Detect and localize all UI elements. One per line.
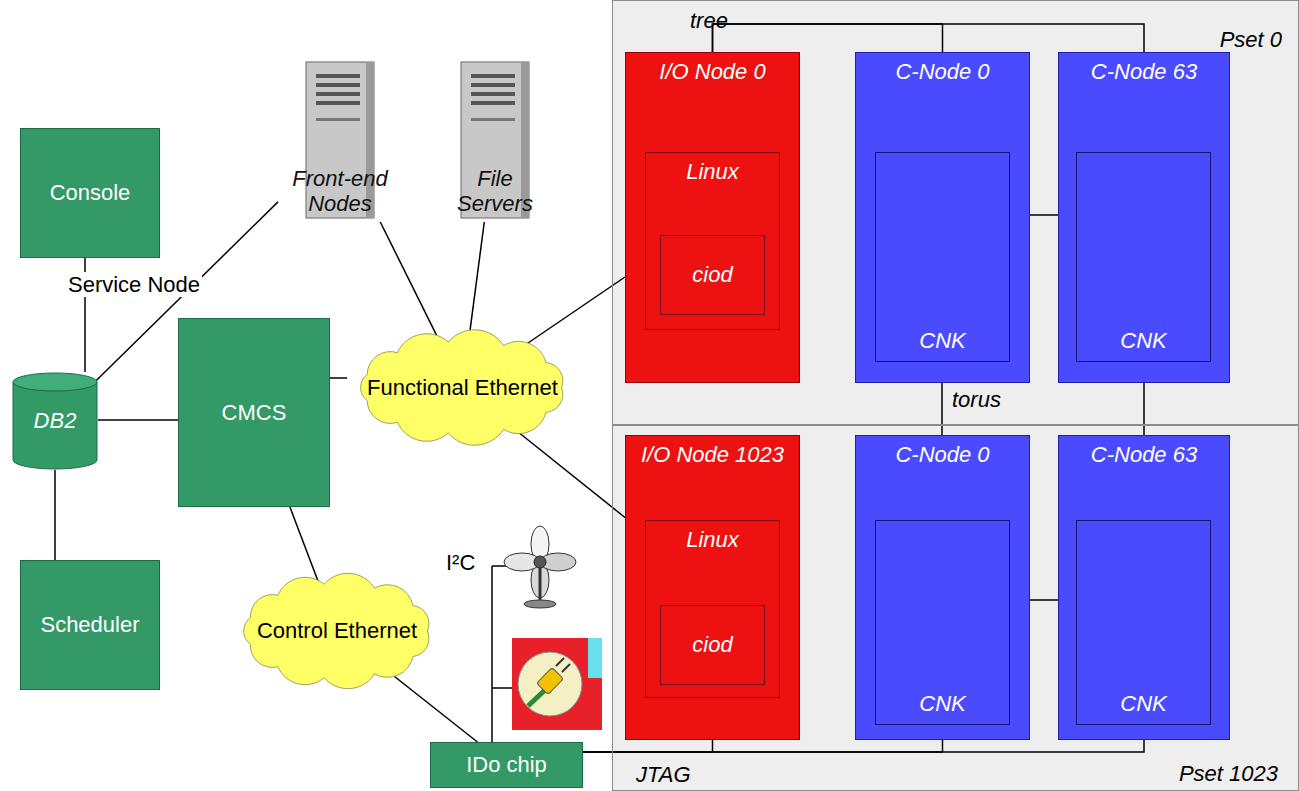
node-text: C-Node 0: [895, 442, 989, 467]
node-text: ciod: [692, 262, 732, 287]
connector-line: [583, 740, 1144, 752]
network-cloud: Functional Ethernet: [347, 330, 578, 445]
pset-ground: [612, 425, 1299, 791]
connector-line: [1143, 383, 1145, 435]
compute-node-box: C-Node 0 CNK: [855, 435, 1030, 740]
database-cylinder: DB2: [12, 372, 98, 470]
node-text: CNK: [919, 328, 965, 353]
server-icon: File Servers: [440, 60, 550, 222]
fan-icon: [504, 526, 576, 608]
diagram-label: JTAG: [636, 762, 691, 787]
node-text: IDo chip: [466, 752, 547, 777]
node-text: C-Node 63: [1091, 442, 1197, 467]
diagram-label: Service Node: [66, 272, 202, 297]
diagram-label: torus: [952, 387, 1001, 412]
connector-line: [583, 740, 713, 752]
node-text: I/O Node 0: [659, 59, 765, 84]
daemon-box: ciod: [660, 605, 765, 685]
process-box: Console: [20, 128, 160, 258]
node-text: C-Node 63: [1091, 59, 1197, 84]
connector-line: [1030, 599, 1058, 601]
diagram-label: tree: [690, 8, 728, 33]
process-box: CMCS: [178, 318, 330, 507]
daemon-box: ciod: [660, 235, 765, 315]
node-text: C-Node 0: [895, 59, 989, 84]
node-text: Control Ethernet: [257, 618, 417, 643]
connector-line: [713, 24, 943, 52]
os-box: Linux ciod: [645, 152, 780, 330]
kernel-box: CNK: [875, 520, 1010, 725]
node-text: DB2: [34, 408, 77, 433]
compute-node-box: C-Node 0 CNK: [855, 52, 1030, 383]
connector-line: [516, 430, 625, 518]
diagram-label: I²C: [446, 550, 475, 575]
node-text: File Servers: [440, 166, 550, 217]
io-node-box: I/O Node 1023Linux ciod: [625, 435, 800, 740]
node-text: Front-end Nodes: [278, 166, 402, 217]
connector-line: [290, 507, 318, 581]
node-text: Functional Ethernet: [367, 375, 558, 400]
connector-line: [330, 377, 347, 379]
connector-line: [380, 222, 438, 339]
network-cloud: Control Ethernet: [232, 572, 442, 690]
kernel-box: CNK: [875, 152, 1010, 362]
connector-line: [98, 419, 178, 421]
node-text: Scheduler: [40, 612, 139, 637]
i2c-wires: [492, 566, 512, 742]
connector-line: [390, 673, 477, 742]
connector-line: [1030, 214, 1058, 216]
node-text: CMCS: [222, 400, 287, 425]
connector-line: [713, 24, 1145, 52]
node-text: I/O Node 1023: [641, 442, 784, 467]
node-text: CNK: [1120, 328, 1166, 353]
kernel-box: CNK: [1076, 152, 1211, 362]
pset-band: Pset 1023I/O Node 1023LinuxciodC-Node 0C…: [612, 425, 1299, 791]
pset-ground: [612, 0, 1299, 425]
kernel-box: CNK: [1076, 520, 1211, 725]
chip-box: IDo chip: [430, 742, 583, 788]
node-text: CNK: [919, 691, 965, 716]
connector-line: [54, 470, 56, 560]
connector-line: [941, 383, 943, 435]
connector-line: [522, 277, 625, 347]
compute-node-box: C-Node 63 CNK: [1058, 52, 1230, 383]
os-box: Linux ciod: [645, 520, 780, 698]
compute-node-box: C-Node 63 CNK: [1058, 435, 1230, 740]
pset-band: Pset 0I/O Node 0LinuxciodC-Node 0CNKC-No…: [612, 0, 1299, 425]
node-text: Pset 0: [1220, 27, 1282, 52]
connector-line: [469, 222, 484, 338]
io-node-box: I/O Node 0 Linux ciod: [625, 52, 800, 383]
node-text: Pset 1023: [1179, 761, 1278, 786]
node-text: CNK: [1120, 691, 1166, 716]
process-box: Scheduler: [20, 560, 160, 690]
server-icon: Front-end Nodes: [278, 60, 402, 222]
power-icon: [512, 638, 602, 730]
node-text: Linux: [686, 159, 739, 184]
connector-line: [583, 740, 943, 752]
node-text: ciod: [692, 632, 732, 657]
node-text: Console: [50, 180, 131, 205]
node-text: Linux: [686, 527, 739, 552]
